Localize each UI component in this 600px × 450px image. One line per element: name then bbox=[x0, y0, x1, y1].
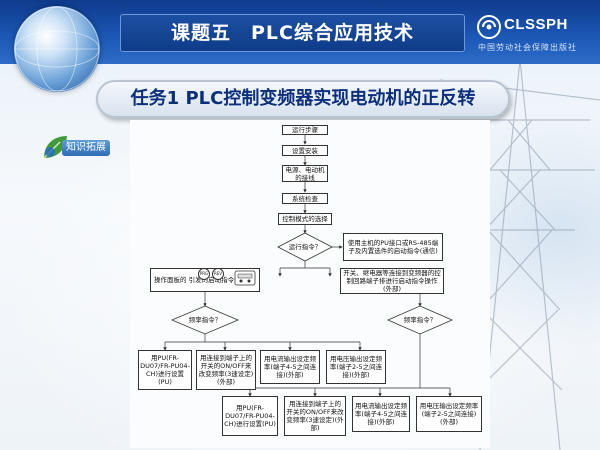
flow-node-install: 设置安装 bbox=[282, 145, 328, 156]
flow-node-pu-set: 用PU(FR-DU07/FR-PU04-CH)进行设置(PU) bbox=[138, 350, 192, 390]
publisher-name: 中国劳动社会保障出版社 bbox=[478, 43, 577, 52]
flowchart-connectors bbox=[163, 135, 453, 397]
task-title: 任务1 PLC控制变频器实现电动机的正反转 bbox=[130, 88, 476, 109]
leaf-icon bbox=[43, 136, 67, 159]
flow-node-switch-3speed-b: 用连接到端子上的开关的ON/OFF来改变频率(3速设定)(外部) bbox=[284, 396, 346, 436]
flow-node-voltage-25: 用电压输出设定频率(端子2-5之间连接)(外部) bbox=[326, 350, 386, 384]
flow-node-pu-set-b: 用PU(FR-DU07/FR-PU04-CH)进行设置(PU) bbox=[222, 396, 278, 436]
flow-decision-freq-left: 频率指令？ bbox=[188, 316, 222, 324]
flow-node-mode: 控制模式的选择 bbox=[278, 213, 332, 225]
flowchart: 运行步骤 设置安装 电源、电动机的接线 系统检查 控制模式的选择 运行指令？ 使… bbox=[130, 120, 490, 448]
flow-node-run-steps: 运行步骤 bbox=[282, 125, 328, 135]
tag-label: 知识拓展 bbox=[62, 140, 110, 156]
flow-node-wiring: 电源、电动机的接线 bbox=[282, 165, 328, 182]
flow-node-current-45-b: 用电流输出设定频率(端子4-5之间连接)(外部) bbox=[352, 396, 410, 432]
flow-node-panel-label: 操作面板的 引发的启动指令（PU） bbox=[154, 276, 256, 284]
header-title-band bbox=[120, 14, 465, 52]
knowledge-extension-tag: 知识拓展 bbox=[40, 132, 114, 162]
page-title: 课题五 PLC综合应用技术 bbox=[171, 22, 414, 44]
flow-node-current-45: 用电流输出设定频率(端子4-5之间连接)(外部) bbox=[260, 350, 320, 384]
flow-decision-run-cmd: 运行指令？ bbox=[288, 243, 322, 251]
flow-node-external: 开关、继电器等连接到变频器的控制回路端子排进行启动指令操作(外部) bbox=[340, 268, 444, 294]
publisher-logo-text: CLSSPH bbox=[504, 16, 568, 33]
flow-node-check: 系统检查 bbox=[282, 193, 328, 204]
task-banner bbox=[96, 80, 510, 118]
operation-panel-icon bbox=[234, 270, 256, 286]
prg-key-icon: PRG bbox=[198, 268, 210, 280]
flow-node-switch-3speed: 用连接到端子上的开关的ON/OFF来改变频率(3速设定)(外部) bbox=[196, 350, 256, 390]
flow-node-pu-comm: 使用主机的PU接口或RS-485端子及内置选件的启动指令(通信) bbox=[343, 233, 443, 261]
globe-grid-icon bbox=[14, 6, 100, 92]
rev-key-icon: REV bbox=[212, 268, 224, 280]
publisher-logo: CLSSPH 中国劳动社会保障出版社 bbox=[476, 8, 594, 58]
publisher-emblem-icon bbox=[477, 15, 501, 39]
flow-node-voltage-25-b: 用电压输出设定频率(端子2-5之间连接)(外部) bbox=[416, 396, 482, 432]
flow-decision-freq-right: 频率指令？ bbox=[403, 316, 437, 324]
